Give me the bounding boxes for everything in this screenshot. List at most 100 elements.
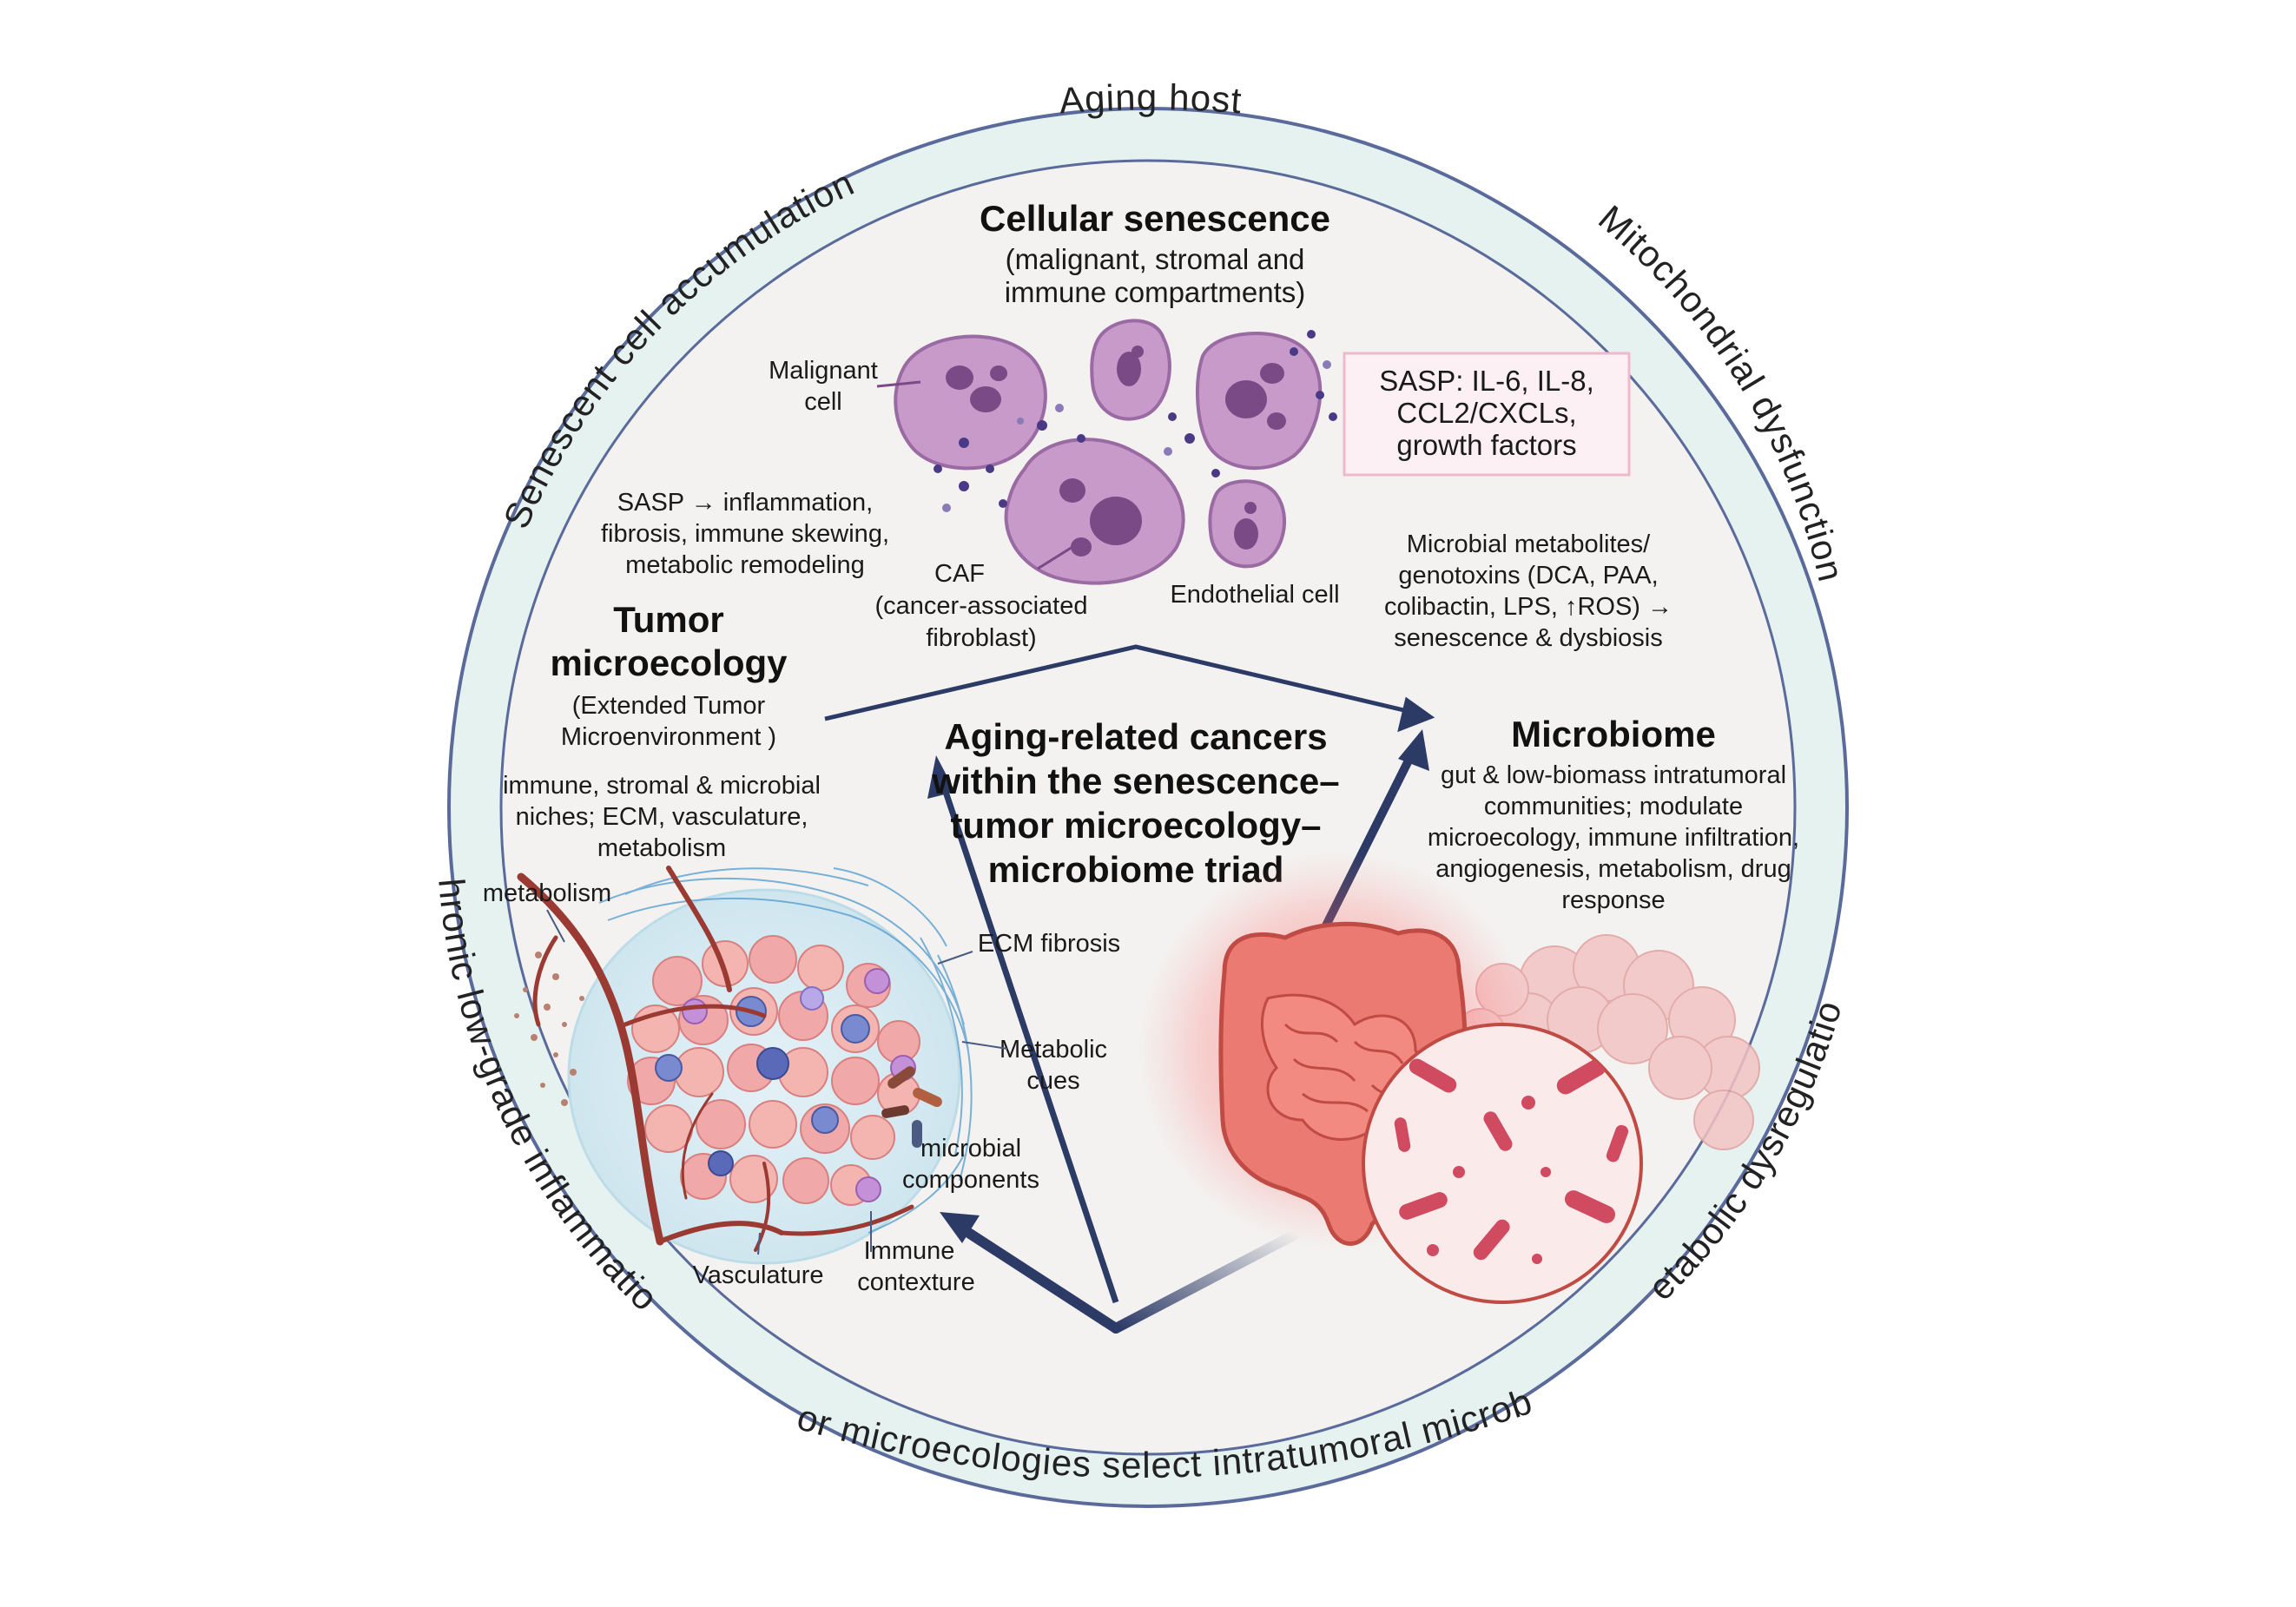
- mass-cell: [1597, 993, 1668, 1064]
- sasp-dot: [959, 481, 969, 491]
- immune-cell: [682, 998, 708, 1024]
- leader-vasculature: [757, 1232, 761, 1255]
- center-title-3: tumor microecology–: [950, 805, 1321, 846]
- fold: [1283, 1023, 1339, 1044]
- label-malignant-cell-1: Malignant: [769, 357, 878, 385]
- label-caf-1: CAF: [934, 560, 985, 588]
- tumor-desc-2: niches; ECM, vasculature,: [516, 803, 808, 831]
- mass-cell: [1693, 1090, 1754, 1150]
- sasp-effects-3: metabolic remodeling: [625, 551, 865, 579]
- label-metabolism: metabolism: [483, 879, 611, 907]
- label-endothelial-cell: Endothelial cell: [1170, 581, 1339, 609]
- immune-cell: [841, 1014, 870, 1044]
- nucleus: [1267, 412, 1286, 430]
- label-microbial-2: components: [902, 1166, 1039, 1194]
- microbiome-desc-1: gut & low-biomass intratumoral: [1441, 761, 1786, 789]
- tumor-cell: [749, 1100, 797, 1149]
- sasp-box: [1343, 352, 1631, 477]
- label-caf-2: (cancer-associated: [875, 592, 1088, 620]
- coccus: [1541, 1167, 1551, 1177]
- rod: [912, 1120, 922, 1148]
- coccus: [1427, 1244, 1439, 1256]
- microbiome-desc-4: angiogenesis, metabolism, drug: [1435, 855, 1791, 883]
- sasp-dot: [942, 504, 951, 512]
- ecm-fibers: [598, 867, 973, 1234]
- bacterium: [1409, 1058, 1457, 1093]
- tumor-subtitle-1: (Extended Tumor: [572, 692, 766, 720]
- microbiome-title: Microbiome: [1511, 714, 1716, 754]
- nucleus: [1234, 518, 1258, 550]
- label-malignant-cell-2: cell: [804, 388, 842, 416]
- sasp-dot: [1316, 391, 1324, 399]
- sasp-dot: [1017, 418, 1024, 425]
- tumor-cell: [831, 1057, 880, 1105]
- sasp-dot: [1164, 447, 1172, 456]
- microbial-metabolites-2: genotoxins (DCA, PAA,: [1398, 562, 1658, 589]
- coccus: [1453, 1166, 1465, 1178]
- fiber: [624, 867, 869, 895]
- center-title-1: Aging-related cancers: [944, 716, 1327, 757]
- tumor-cell: [850, 1115, 895, 1160]
- tumor-cell: [652, 956, 703, 1006]
- sasp-dot: [959, 438, 969, 448]
- dot: [562, 1022, 567, 1027]
- tumor-title-2: microecology: [550, 642, 788, 683]
- microbiome-desc-5: response: [1561, 886, 1665, 914]
- sasp-box-line-2: CCL2/CXCLs,: [1396, 397, 1576, 429]
- immune-cell: [864, 968, 890, 994]
- dot: [561, 1099, 568, 1106]
- dot: [531, 1034, 538, 1041]
- nucleus: [1059, 478, 1085, 503]
- tumor-illustration: [514, 866, 973, 1265]
- dot: [544, 1004, 551, 1011]
- tumor-desc-3: metabolism: [597, 834, 726, 862]
- bacterium: [1399, 1192, 1448, 1220]
- arrow-left-diagonal: [939, 780, 1119, 1304]
- tumor-cell: [696, 1099, 746, 1149]
- sasp-dot: [1323, 360, 1331, 369]
- bacterium: [1483, 1111, 1513, 1151]
- vessel: [623, 1004, 767, 1027]
- vessel: [681, 1092, 714, 1200]
- senescent-cells-illustration: [894, 319, 1337, 585]
- nucleus: [1090, 497, 1142, 545]
- immune-cell: [800, 986, 824, 1011]
- immune-cell: [756, 1047, 789, 1080]
- tumor-cell: [702, 940, 749, 987]
- sasp-dot: [986, 464, 994, 473]
- fiber: [598, 877, 965, 1025]
- tumor-cell: [674, 1047, 724, 1097]
- microbial-metabolites-4: senescence & dysbiosis: [1394, 624, 1663, 652]
- sasp-particles: [934, 330, 1337, 512]
- sasp-dot: [1184, 433, 1195, 444]
- arrowhead-microbiome: [1397, 696, 1435, 733]
- nucleus: [990, 366, 1007, 381]
- ring-label-top: Aging host: [1058, 76, 1244, 121]
- fiber: [833, 867, 947, 947]
- arrowhead-left-up: [927, 755, 955, 799]
- immune-cell: [811, 1106, 839, 1134]
- dot: [579, 996, 584, 1001]
- dot: [535, 952, 542, 958]
- label-microbial-1: microbial: [920, 1135, 1021, 1162]
- nucleus: [970, 386, 1001, 412]
- microbiome-section: Microbiome gut & low-biomass intratumora…: [1138, 714, 1799, 1304]
- tumor-cell: [782, 1157, 829, 1204]
- nucleus: [946, 366, 973, 390]
- nucleus: [1225, 380, 1267, 418]
- sasp-dot: [1290, 347, 1298, 356]
- tumor-cell: [749, 935, 797, 984]
- dot: [553, 1052, 558, 1057]
- label-immune-2: contexture: [857, 1268, 974, 1296]
- immune-cell: [855, 1176, 881, 1202]
- bacterium: [1564, 1190, 1616, 1223]
- center-title-2: within the senescence–: [931, 761, 1339, 801]
- tumor-section: Tumor microecology (Extended Tumor Micro…: [483, 599, 1120, 1296]
- fold: [1292, 1057, 1356, 1082]
- sasp-dot: [1055, 404, 1064, 412]
- sasp-box-line-3: growth factors: [1396, 429, 1576, 461]
- coccus: [1532, 1254, 1542, 1264]
- nucleus: [1244, 502, 1257, 514]
- label-ecm-fibrosis: ECM fibrosis: [978, 930, 1120, 958]
